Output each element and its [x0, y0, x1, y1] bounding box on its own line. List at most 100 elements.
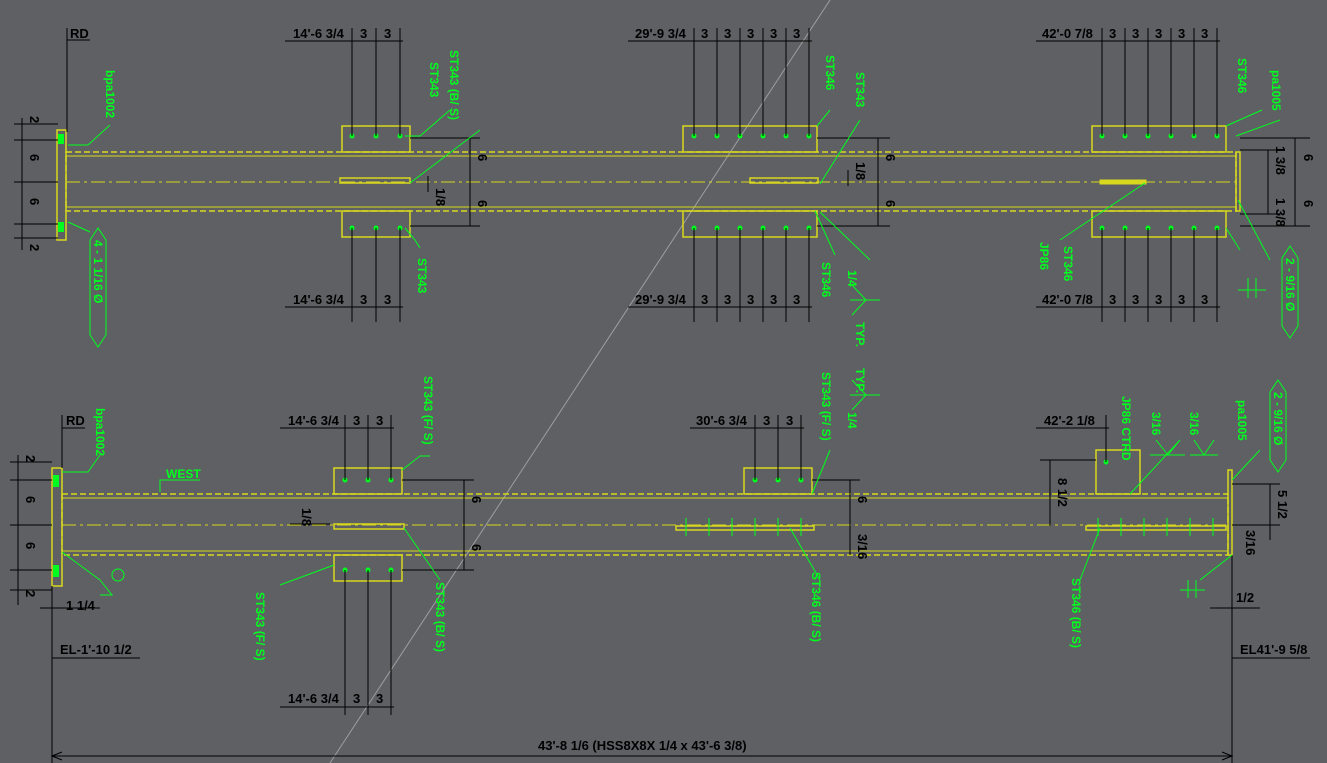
top-gusset-2-spacing-c: 3 [747, 26, 754, 41]
top-ref-label: RD [70, 26, 89, 41]
top-gusset-1-mark-top: ST343 [427, 62, 441, 98]
top-right-plate-mark: pa1005 [1269, 70, 1283, 111]
top-gusset-3-spacing-c: 3 [1155, 26, 1162, 41]
top-left-plate-callout [89, 227, 107, 348]
top-gusset-3-extension-lines [1036, 28, 1220, 322]
bottom-mid-dim-a: 6 [469, 496, 484, 503]
bottom-gusset-3-center-plate[interactable] [1085, 525, 1227, 531]
top-gusset-2-extension-lines [628, 28, 812, 322]
bottom-gusset-1-spacing-bottom-b: 3 [376, 691, 383, 706]
bottom-left-dim-b: 6 [23, 496, 38, 503]
bottom-west-label: WEST [166, 467, 201, 481]
top-mid-dim-a: 6 [475, 154, 490, 161]
bottom-leaders [61, 439, 1261, 586]
top-left-dim-a: 2 [27, 116, 42, 123]
bottom-mid-dimension-lines [290, 479, 1310, 763]
bottom-gusset-1-mark-bottom-right: ST343 (B/ S) [433, 582, 447, 652]
top-leaders [67, 109, 1281, 261]
top-far-right-dim-a: 6 [1301, 154, 1316, 161]
top-gusset-2-weld-size: 1/4 [845, 270, 859, 287]
top-gusset-3-position: 42'-0 7/8 [1042, 26, 1093, 41]
bottom-gusset-3-upper[interactable] [1095, 449, 1141, 495]
bottom-gusset-2-position: 30'-6 3/4 [696, 413, 748, 428]
top-left-dim-b: 6 [27, 154, 42, 161]
top-gusset-2-spacing-bottom-e: 3 [793, 292, 800, 307]
top-gusset-3-mark-top: ST346 [1235, 58, 1249, 94]
bottom-gusset-2-extension-lines [690, 415, 804, 480]
top-gusset-2-position-bottom: 29'-9 3/4 [635, 292, 687, 307]
top-gusset-2-spacing-bottom-a: 3 [701, 292, 708, 307]
bottom-left-dim-d: 2 [23, 590, 38, 597]
bottom-ref-label: RD [66, 413, 85, 428]
top-gusset-2-mark-top: ST346 [823, 55, 837, 91]
bottom-gusset-3-mark-bottom: ST346 (B/ S) [1069, 578, 1083, 648]
bottom-gusset-2-spacing-a: 3 [763, 413, 770, 428]
bottom-gusset-2-mark-top: ST343 (F/ S) [819, 372, 833, 441]
top-gusset-2-spacing-bottom-c: 3 [747, 292, 754, 307]
top-left-dimension-lines [14, 28, 90, 250]
bottom-gusset-3-weld-a: 3/16 [1149, 412, 1163, 436]
top-gusset-1-position-bottom: 14'-6 3/4 [293, 292, 345, 307]
bottom-gusset-1-extension-lines [280, 415, 394, 715]
top-gusset-3-spacing-bottom-b: 3 [1132, 292, 1139, 307]
top-far-right-dim-b: 6 [1301, 200, 1316, 207]
top-view [14, 28, 1310, 348]
bottom-left-dimension-lines [10, 415, 140, 763]
top-gusset-2-upper[interactable] [682, 125, 818, 153]
overall-length-label: 43'-8 1/6 (HSS8X8X 1/4 x 43'-6 3/8) [538, 738, 747, 753]
top-left-plate-mark: bpa1002 [103, 70, 117, 118]
bottom-gusset-3-height: 8 1/2 [1055, 478, 1070, 507]
top-mid2-dim-a: 6 [883, 154, 898, 161]
bottom-gusset-3-position: 42'-2 1/8 [1044, 413, 1095, 428]
top-gusset-1-extension-lines [285, 28, 403, 322]
top-right-dim-b: 1 3/8 [1273, 198, 1288, 227]
bottom-gusset-1-center-plate[interactable] [333, 523, 405, 530]
bottom-right-dim-c: 1/2 [1236, 590, 1254, 605]
bottom-left-small: 1/8 [299, 508, 314, 526]
top-gusset-3-position-bottom: 42'-0 7/8 [1042, 292, 1093, 307]
top-gusset-2-mark-bottom: ST346 [819, 262, 833, 298]
top-gusset-2-weld-note: TYP. [853, 322, 867, 347]
top-gusset-1-mark-top-side: ST343 (B/ S) [447, 50, 461, 120]
bottom-mid2-dim-a: 6 [855, 496, 870, 503]
bottom-mid-dim-b: 6 [469, 544, 484, 551]
bottom-right-plate-callout [1269, 379, 1287, 473]
top-right-plate-note: 2 - 9/16 Ø [1283, 258, 1297, 311]
top-gusset-3-spacing-bottom-c: 3 [1155, 292, 1162, 307]
top-gusset-1-position: 14'-6 3/4 [293, 26, 345, 41]
top-left-dim-c: 6 [27, 198, 42, 205]
bottom-left-dim-a: 2 [23, 455, 38, 462]
top-gusset-1-center-plate[interactable] [339, 177, 411, 184]
top-gusset-3-lower[interactable] [1091, 210, 1227, 238]
bottom-gusset-2-center-plate[interactable] [675, 525, 815, 531]
bottom-mid-small: 3/16 [855, 534, 870, 559]
bottom-gusset-3-mark-top: JP86 CTRD [1119, 396, 1133, 461]
bottom-elev-right: EL41'-9 5/8 [1240, 642, 1307, 657]
top-gusset-2-center-plate[interactable] [749, 177, 819, 184]
top-gusset-2-lower[interactable] [682, 210, 818, 238]
bottom-right-dim-a: 5 1/2 [1275, 490, 1290, 519]
top-gusset-2-spacing-bottom-d: 3 [770, 292, 777, 307]
bottom-view [10, 379, 1310, 763]
top-gusset-2-spacing-e: 3 [793, 26, 800, 41]
bottom-elev-left: EL-1'-10 1/2 [60, 642, 132, 657]
bottom-left-plate-mark: bpa1002 [93, 408, 107, 456]
top-gusset-3-spacing-d: 3 [1178, 26, 1185, 41]
top-right-end-plate[interactable] [1235, 151, 1241, 212]
top-gusset-2-position: 29'-9 3/4 [635, 26, 687, 41]
bottom-base-offset: 1 1/4 [66, 598, 96, 613]
bottom-gusset-2-weld-ticks [685, 518, 802, 536]
top-mid-offset: 1/8 [853, 162, 868, 180]
top-gusset-3-upper[interactable] [1091, 125, 1227, 153]
bottom-right-end-plate[interactable] [1227, 469, 1233, 556]
bottom-gusset-1-spacing-a: 3 [353, 413, 360, 428]
top-gusset-2-spacing-d: 3 [770, 26, 777, 41]
top-gusset-3-center-plate[interactable] [1099, 179, 1147, 185]
top-gusset-3-spacing-b: 3 [1132, 26, 1139, 41]
overall-dimension-line [50, 751, 1234, 761]
top-left-plate-hole-top [58, 134, 64, 144]
top-small-offset: 1/8 [433, 188, 448, 206]
top-gusset-1-spacing-a: 3 [360, 26, 367, 41]
